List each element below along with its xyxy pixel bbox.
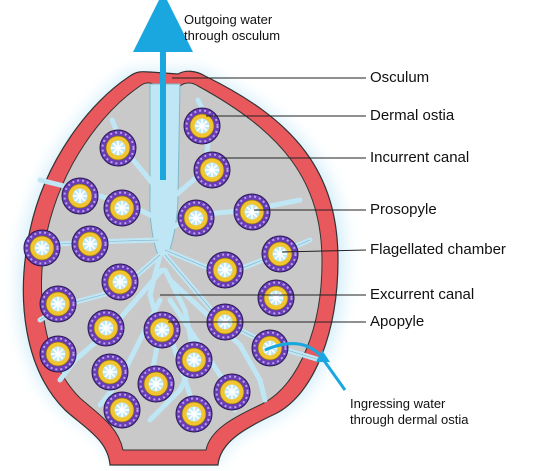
label-outgoing-water-line1: Outgoing water xyxy=(184,12,273,27)
flagellated-chamber xyxy=(91,353,129,391)
label-outgoing-water-line2: through osculum xyxy=(184,28,281,43)
flagellated-chamber xyxy=(137,365,175,403)
flagellated-chamber xyxy=(103,189,141,227)
label-prosopyle: Prosopyle xyxy=(370,201,437,218)
label-ingressing-water: Ingressing water through dermal ostia xyxy=(350,396,469,428)
flagellated-chamber xyxy=(206,251,244,289)
label-incurrent-canal: Incurrent canal xyxy=(370,149,470,166)
flagellated-chamber xyxy=(183,107,221,145)
outgoing-arrow-head xyxy=(152,6,174,26)
flagellated-chamber xyxy=(39,335,77,373)
ingressing-arrow-head xyxy=(316,350,330,362)
flagellated-chamber xyxy=(261,235,299,273)
flagellated-chamber xyxy=(39,285,77,323)
flagellated-chamber xyxy=(175,341,213,379)
flagellated-chamber xyxy=(175,395,213,433)
flagellated-chamber xyxy=(143,311,181,349)
flagellated-chambers xyxy=(23,107,299,433)
label-dermal-ostia: Dermal ostia xyxy=(370,107,455,124)
label-flagellated-chamber: Flagellated chamber xyxy=(370,241,506,258)
flagellated-chamber xyxy=(61,177,99,215)
leader-lines xyxy=(160,77,367,323)
label-outgoing-water: Outgoing water through osculum xyxy=(184,12,280,44)
leader-flagellated-chamber xyxy=(281,249,367,253)
label-osculum: Osculum xyxy=(370,69,430,86)
flagellated-chamber xyxy=(213,373,251,411)
flagellated-chamber xyxy=(101,263,139,301)
flagellated-chamber xyxy=(251,329,289,367)
flagellated-chamber xyxy=(99,129,137,167)
label-excurrent-canal: Excurrent canal xyxy=(370,286,475,303)
label-apopyle: Apopyle xyxy=(370,313,425,330)
flagellated-chamber xyxy=(257,279,295,317)
flagellated-chamber xyxy=(233,193,271,231)
flagellated-chamber xyxy=(103,391,141,429)
flagellated-chamber xyxy=(177,199,215,237)
flagellated-chamber xyxy=(71,225,109,263)
flagellated-chamber xyxy=(87,309,125,347)
flagellated-chamber xyxy=(23,229,61,267)
label-ingressing-water-line2: through dermal ostia xyxy=(350,412,469,427)
label-ingressing-water-line1: Ingressing water xyxy=(350,396,446,411)
flagellated-chamber xyxy=(193,151,231,189)
